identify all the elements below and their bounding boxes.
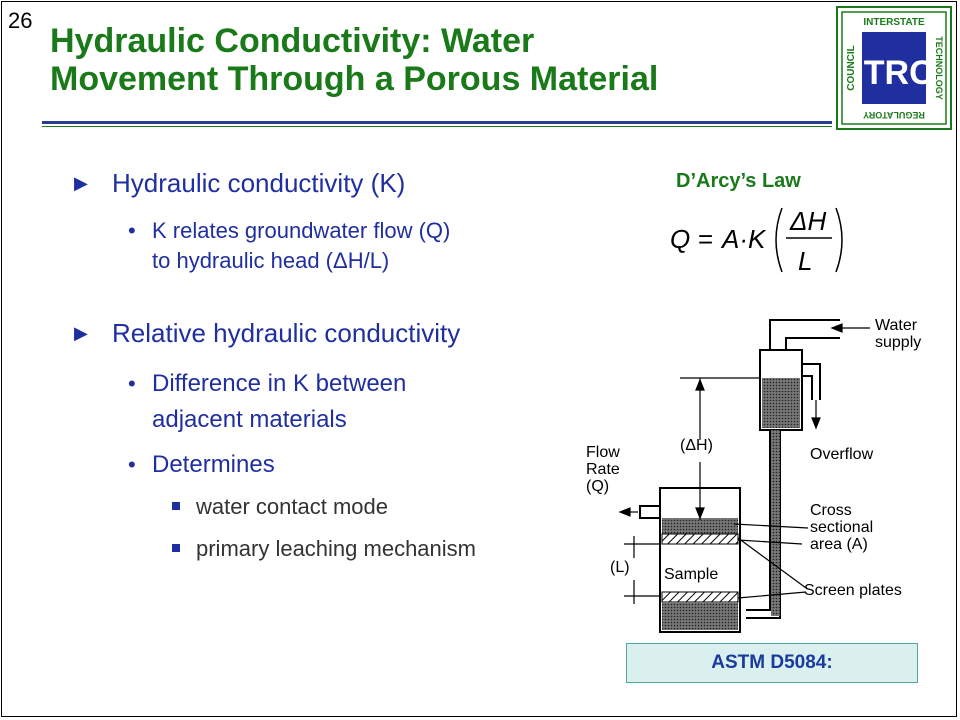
label-overflow: Overflow [810,446,874,463]
square-bullet-icon [172,502,180,510]
title-rule-navy [42,121,832,124]
triangle-bullet-icon: ▶ [74,323,88,343]
slide-number: 26 [8,8,33,33]
bullet-text: Relative hydraulic conductivity [112,318,461,348]
darcy-law-title: D’Arcy’s Law [676,170,801,192]
label-screen-plates: Screen plates [804,582,902,599]
sub-item-text: primary leaching mechanism [196,536,476,561]
bullet-text: Hydraulic conductivity (K) [112,168,406,198]
logo-text-bottom: REGULATORY [863,110,925,120]
sub-bullet-text: Determines [152,451,275,478]
formula-equals: = [698,224,713,254]
logo-text-right: TECHNOLOGY [934,36,944,100]
astm-standard-box: ASTM D5084: [626,643,918,683]
formula-denominator: L [798,246,812,276]
bullet-relative-conductivity: ▶ Relative hydraulic conductivity [74,318,460,349]
sub-bullet-line-2: to hydraulic head (ΔH/L) [152,248,390,273]
dot-bullet-icon: • [128,452,136,477]
dot-bullet-icon: • [128,371,136,396]
sub-bullet-line-1: K relates groundwater flow (Q) [152,218,451,243]
sub-item-text: water contact mode [196,494,388,519]
bullet-hydraulic-conductivity: ▶ Hydraulic conductivity (K) [74,168,405,199]
permeameter-drawing [618,319,870,633]
formula-right-paren [835,207,843,273]
sub-bullet-line-2: adjacent materials [152,406,347,433]
triangle-bullet-icon: ▶ [74,173,88,193]
sub-bullet-line-1: Difference in K between [152,370,407,397]
outflow-pipe [639,505,660,519]
label-delta-h: (ΔH) [680,437,713,454]
formula-left-paren [775,207,783,273]
logo-text-center: ITRC [854,54,933,92]
label-length: (L) [610,559,630,576]
square-bullet-icon [172,544,180,552]
formula-q: Q [670,224,690,254]
slide-title: Hydraulic Conductivity: Water Movement T… [50,22,830,98]
sub-bullet-difference: • Difference in K between adjacent mater… [128,366,407,438]
darcy-formula: Q = A·K ΔH L [670,206,843,276]
logo-center-block [862,32,926,104]
overflow-pipe [802,363,821,400]
formula-numerator: ΔH [789,206,826,236]
sub-bullet-determines: • Determines [128,450,275,480]
supply-pipe [769,319,840,350]
logo-text-left: COUNCIL [846,45,857,91]
sub-bullet-k-relates: • K relates groundwater flow (Q) to hydr… [128,216,451,276]
sub-item-leaching: primary leaching mechanism [172,536,476,562]
title-line-1: Hydraulic Conductivity: Water [50,22,535,60]
itrc-logo: INTERSTATE REGULATORY COUNCIL TECHNOLOGY… [836,6,952,130]
logo-text-top: INTERSTATE [863,17,925,28]
label-sample: Sample [664,566,719,583]
sub-item-water-contact: water contact mode [172,494,388,520]
title-rule-green [42,126,832,127]
formula-ak: A·K [720,224,767,254]
standpipe [746,430,771,611]
title-line-2: Movement Through a Porous Material [50,60,659,98]
dot-bullet-icon: • [128,218,136,243]
